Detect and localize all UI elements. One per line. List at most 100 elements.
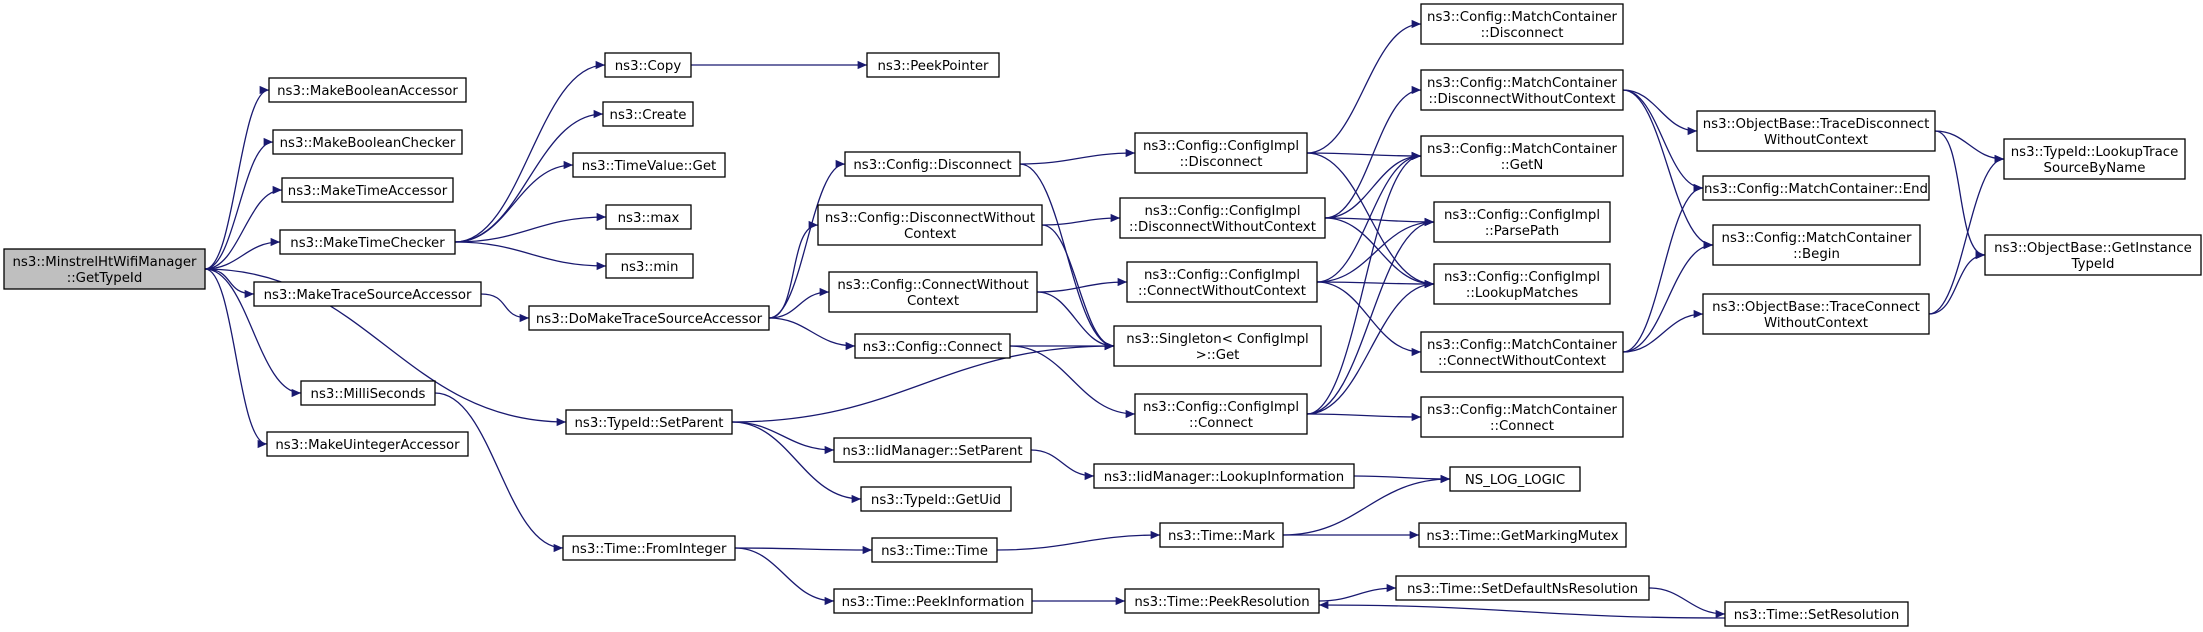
node-label: ::Disconnect xyxy=(1180,155,1263,170)
node-label: ns3::Time::SetResolution xyxy=(1734,608,1900,623)
node-make-boolean-checker[interactable]: ns3::MakeBooleanChecker xyxy=(272,129,463,155)
edge-configimpl-connect-to-configimpl-lookup-matches xyxy=(1306,279,1435,415)
node-label: ::ConnectWithoutContext xyxy=(1438,354,1606,369)
node-max[interactable]: ns3::max xyxy=(605,204,692,230)
node-time-get-marking-mutex[interactable]: ns3::Time::GetMarkingMutex xyxy=(1418,522,1627,548)
node-copy[interactable]: ns3::Copy xyxy=(604,52,692,78)
node-label: ns3::MilliSeconds xyxy=(311,387,426,402)
node-make-time-accessor[interactable]: ns3::MakeTimeAccessor xyxy=(281,177,454,203)
node-ob-trace-connect-without-context[interactable]: ns3::ObjectBase::TraceConnectWithoutCont… xyxy=(1702,293,1930,335)
edge-make-time-checker-to-min xyxy=(454,241,607,271)
node-label: ns3::TypeId::LookupTrace xyxy=(2011,145,2179,160)
node-min[interactable]: ns3::min xyxy=(605,253,694,279)
node-type-id-set-parent[interactable]: ns3::TypeId::SetParent xyxy=(565,409,733,435)
node-box xyxy=(1420,396,1624,438)
edge-do-make-trace-source-accessor-to-config-disconnect-without-context xyxy=(768,220,819,319)
node-make-uinteger-accessor[interactable]: ns3::MakeUintegerAccessor xyxy=(266,431,469,457)
node-time-time[interactable]: ns3::Time::Time xyxy=(871,537,998,563)
edge-config-connect-without-context-to-singleton-get xyxy=(1036,291,1115,351)
edge-configimpl-disconnect-without-context-to-configimpl-parse-path xyxy=(1324,217,1435,227)
node-time-from-integer[interactable]: ns3::Time::FromInteger xyxy=(562,535,736,561)
node-config-disconnect[interactable]: ns3::Config::Disconnect xyxy=(844,151,1021,177)
node-time-mark[interactable]: ns3::Time::Mark xyxy=(1159,522,1284,548)
edge-mc-disconnect-without-context-to-mc-end xyxy=(1622,89,1704,193)
node-box xyxy=(279,229,456,255)
node-configimpl-connect[interactable]: ns3::Config::ConfigImpl::Connect xyxy=(1134,393,1308,435)
node-singleton-get[interactable]: ns3::Singleton< ConfigImpl>::Get xyxy=(1113,325,1322,367)
node-label: ns3::ObjectBase::GetInstance xyxy=(1994,241,2192,256)
node-box xyxy=(1126,261,1318,303)
node-label: ns3::Config::MatchContainer xyxy=(1722,231,1912,246)
node-milli-seconds[interactable]: ns3::MilliSeconds xyxy=(300,380,436,406)
node-label: ::ParsePath xyxy=(1485,224,1559,239)
node-do-make-trace-source-accessor[interactable]: ns3::DoMakeTraceSourceAccessor xyxy=(528,305,770,331)
node-mc-begin[interactable]: ns3::Config::MatchContainer::Begin xyxy=(1712,224,1921,266)
node-time-set-resolution[interactable]: ns3::Time::SetResolution xyxy=(1724,601,1909,627)
node-time-value-get[interactable]: ns3::TimeValue::Get xyxy=(572,152,726,178)
edge-type-id-set-parent-to-singleton-get xyxy=(731,341,1115,423)
node-mc-connect[interactable]: ns3::Config::MatchContainer::Connect xyxy=(1420,396,1624,438)
node-iid-manager-set-parent[interactable]: ns3::IidManager::SetParent xyxy=(833,437,1032,463)
node-time-set-default-ns-resolution[interactable]: ns3::Time::SetDefaultNsResolution xyxy=(1395,575,1650,601)
node-box xyxy=(604,52,692,78)
edge-root-to-make-time-checker xyxy=(204,237,281,270)
node-make-trace-source-accessor[interactable]: ns3::MakeTraceSourceAccessor xyxy=(253,281,482,307)
edge-type-id-set-parent-to-type-id-get-uid xyxy=(731,421,862,504)
node-mc-end[interactable]: ns3::Config::MatchContainer::End xyxy=(1702,175,1930,201)
edge-mc-connect-without-context-to-ob-trace-connect-without-context xyxy=(1622,309,1704,353)
node-label: ns3::Config::ConfigImpl xyxy=(1444,208,1600,223)
node-label: ns3::ObjectBase::TraceConnect xyxy=(1712,300,1920,315)
node-time-peek-resolution[interactable]: ns3::Time::PeekResolution xyxy=(1124,588,1320,614)
node-mc-connect-without-context[interactable]: ns3::Config::MatchContainer::ConnectWith… xyxy=(1420,331,1624,373)
node-mc-disconnect-without-context[interactable]: ns3::Config::MatchContainer::DisconnectW… xyxy=(1420,69,1624,111)
node-mc-disconnect[interactable]: ns3::Config::MatchContainer::Disconnect xyxy=(1420,3,1624,45)
node-make-time-checker[interactable]: ns3::MakeTimeChecker xyxy=(279,229,456,255)
node-config-connect[interactable]: ns3::Config::Connect xyxy=(854,333,1011,359)
node-label: ns3::Time::Mark xyxy=(1168,529,1275,544)
edge-config-disconnect-without-context-to-singleton-get xyxy=(1041,224,1115,351)
node-configimpl-parse-path[interactable]: ns3::Config::ConfigImpl::ParsePath xyxy=(1433,201,1611,243)
node-make-boolean-accessor[interactable]: ns3::MakeBooleanAccessor xyxy=(268,77,467,103)
node-ob-trace-disconnect-without-context[interactable]: ns3::ObjectBase::TraceDisconnectWithoutC… xyxy=(1696,110,1936,152)
node-configimpl-disconnect-without-context[interactable]: ns3::Config::ConfigImpl::DisconnectWitho… xyxy=(1119,197,1326,239)
edge-time-set-resolution-to-time-peek-resolution xyxy=(1318,600,1726,619)
node-config-connect-without-context[interactable]: ns3::Config::ConnectWithoutContext xyxy=(828,271,1038,313)
node-mc-get-n[interactable]: ns3::Config::MatchContainer::GetN xyxy=(1420,135,1624,177)
edge-make-trace-source-accessor-to-do-make-trace-source-accessor xyxy=(480,293,530,323)
node-label: ns3::MinstrelHtWifiManager xyxy=(13,255,198,270)
edge-configimpl-connect-to-configimpl-parse-path xyxy=(1306,217,1435,415)
edge-ob-trace-connect-without-context-to-type-id-lookup-trace-source-by-name xyxy=(1928,154,2005,315)
node-box xyxy=(1420,331,1624,373)
node-label: ns3::Copy xyxy=(615,59,682,74)
node-iid-manager-lookup-information[interactable]: ns3::IidManager::LookupInformation xyxy=(1093,463,1355,489)
node-root[interactable]: ns3::MinstrelHtWifiManager::GetTypeId xyxy=(3,248,206,290)
node-configimpl-lookup-matches[interactable]: ns3::Config::ConfigImpl::LookupMatches xyxy=(1433,263,1611,305)
node-label: ns3::TypeId::SetParent xyxy=(574,416,723,431)
node-time-peek-information[interactable]: ns3::Time::PeekInformation xyxy=(833,588,1033,614)
node-peek-pointer[interactable]: ns3::PeekPointer xyxy=(866,52,1000,78)
node-ns-log-logic[interactable]: NS_LOG_LOGIC xyxy=(1449,466,1581,492)
edge-config-disconnect-without-context-to-configimpl-disconnect-without-context xyxy=(1041,213,1121,226)
node-box xyxy=(2003,138,2186,180)
node-configimpl-connect-without-context[interactable]: ns3::Config::ConfigImpl::ConnectWithoutC… xyxy=(1126,261,1318,303)
node-label: ns3::DoMakeTraceSourceAccessor xyxy=(536,312,763,327)
edge-configimpl-disconnect-to-mc-get-n xyxy=(1306,151,1422,161)
node-box xyxy=(272,129,463,155)
edge-configimpl-disconnect-without-context-to-mc-disconnect-without-context xyxy=(1324,85,1422,219)
node-label: ns3::PeekPointer xyxy=(877,59,989,74)
node-label: ns3::Singleton< ConfigImpl xyxy=(1126,332,1308,347)
node-label: ns3::Config::ConfigImpl xyxy=(1143,400,1299,415)
node-type-id-get-uid[interactable]: ns3::TypeId::GetUid xyxy=(860,486,1012,512)
node-configimpl-disconnect[interactable]: ns3::Config::ConfigImpl::Disconnect xyxy=(1134,132,1308,174)
node-config-disconnect-without-context[interactable]: ns3::Config::DisconnectWithoutContext xyxy=(817,204,1043,246)
node-label: ns3::min xyxy=(621,260,679,275)
node-label: ns3::Config::MatchContainer xyxy=(1427,76,1617,91)
node-box xyxy=(602,101,694,127)
node-create[interactable]: ns3::Create xyxy=(602,101,694,127)
edge-time-mark-to-ns-log-logic xyxy=(1282,474,1451,536)
edge-configimpl-disconnect-to-mc-disconnect xyxy=(1306,19,1422,154)
node-label: ::DisconnectWithoutContext xyxy=(1129,220,1316,235)
